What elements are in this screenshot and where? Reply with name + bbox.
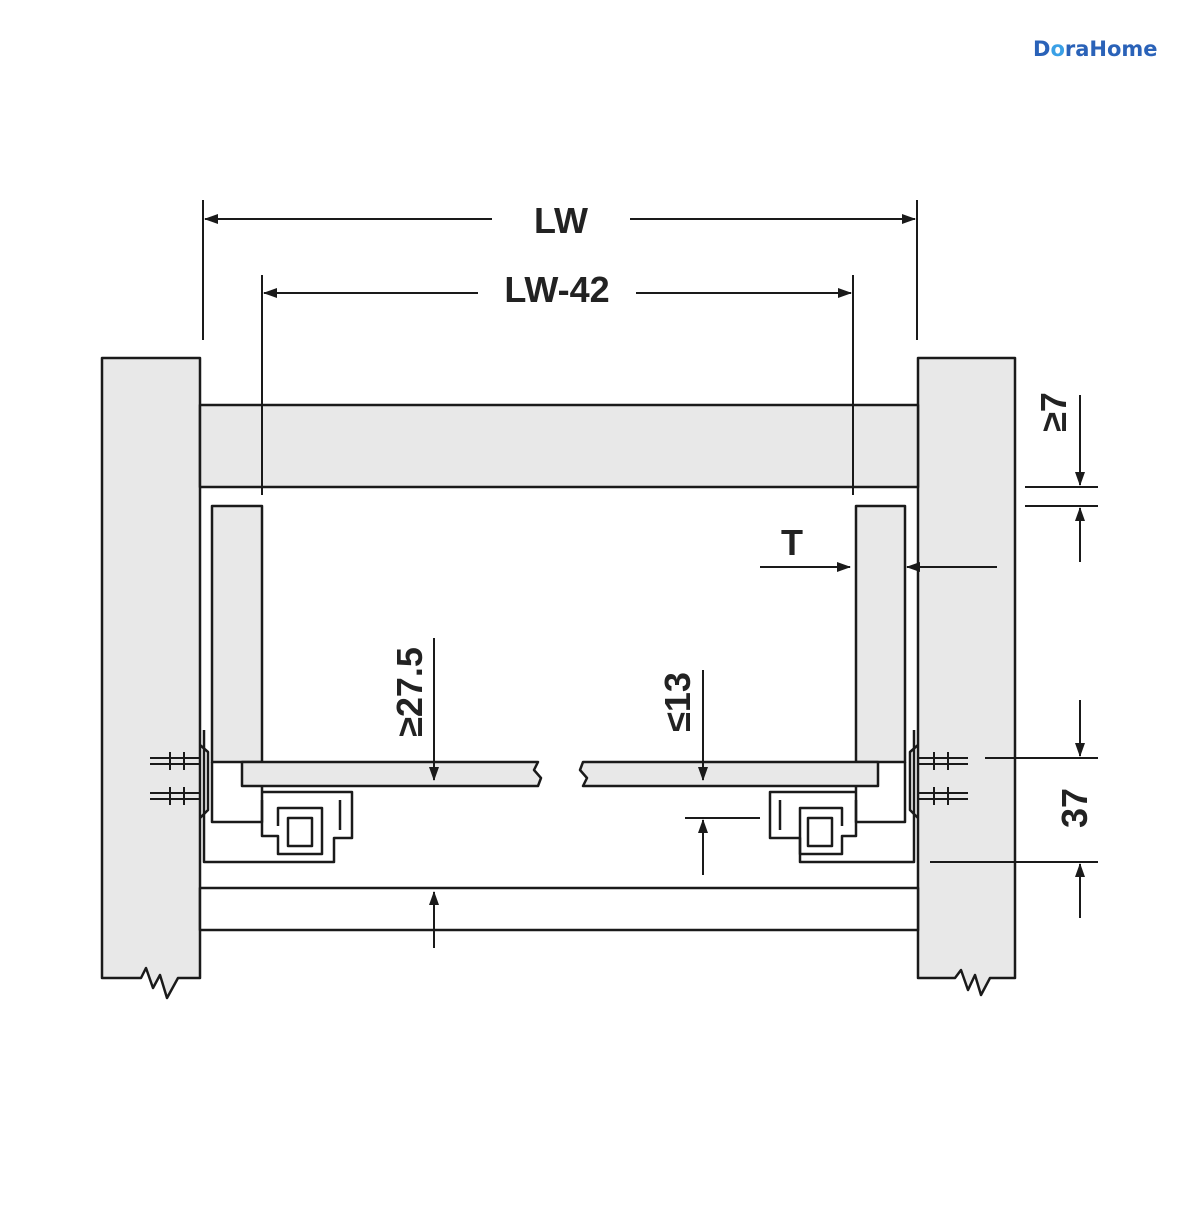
- left-drawer-side: [210, 504, 264, 764]
- left-screws: [150, 752, 200, 805]
- drawer-top-panel: [198, 403, 920, 489]
- drawer-bottom-right: [578, 760, 880, 788]
- brand-logo: DoraHome: [1033, 37, 1158, 61]
- left-runner-outer: [202, 730, 354, 864]
- min27-label: ≥27.5: [389, 647, 430, 737]
- min7-label: ≥7: [1033, 392, 1074, 432]
- lw-label: LW: [534, 200, 588, 241]
- right-runner-inner: [798, 800, 858, 856]
- left-cabinet-panel: [100, 356, 202, 1000]
- max13-label: ≤13: [657, 672, 698, 732]
- logo-text-rest: raHome: [1065, 37, 1158, 61]
- d37-label: 37: [1054, 788, 1095, 828]
- logo-letter-d: D: [1033, 37, 1050, 61]
- drawer-bottom-left: [240, 760, 543, 788]
- drawer-bottom-panel: [198, 886, 920, 932]
- right-runner-core: [806, 816, 834, 848]
- right-mounting-bracket: [908, 744, 919, 819]
- lw42-label: LW-42: [504, 269, 609, 310]
- logo-letter-o: o: [1050, 37, 1064, 61]
- right-cabinet-panel: [916, 356, 1017, 997]
- left-runner-core: [286, 816, 314, 848]
- left-mounting-bracket: [199, 744, 210, 819]
- right-screws: [918, 752, 968, 805]
- t-label: T: [781, 522, 803, 563]
- right-drawer-side: [854, 504, 907, 764]
- left-runner-inner: [260, 800, 324, 856]
